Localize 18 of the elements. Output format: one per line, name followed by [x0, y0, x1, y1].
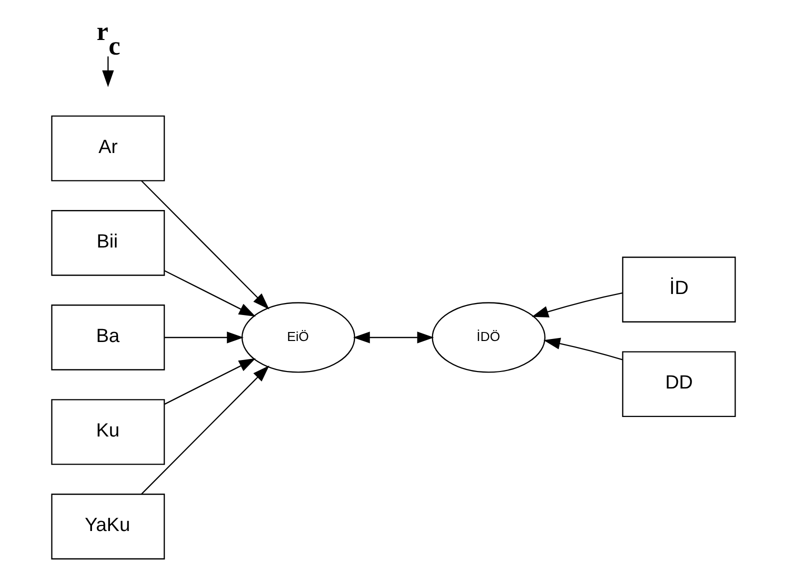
arrow: [543, 338, 623, 360]
arrow: [141, 365, 270, 494]
node-box: Ar: [51, 115, 165, 182]
node-ellipse: İDÖ: [432, 302, 546, 373]
node-box: Ba: [51, 304, 165, 370]
arrow: [141, 180, 270, 310]
arrow: [102, 56, 114, 88]
node-box: Ku: [51, 399, 165, 465]
node-box: DD: [622, 351, 736, 418]
node-box: YaKu: [51, 494, 165, 560]
node-box: Bii: [51, 210, 165, 276]
arrow: [353, 332, 434, 344]
arrow: [532, 292, 623, 318]
node-box: İD: [622, 256, 736, 322]
arrow: [164, 332, 244, 344]
arrow: [164, 358, 256, 405]
node-ellipse: EiÖ: [242, 302, 356, 373]
arrow: [164, 270, 256, 317]
